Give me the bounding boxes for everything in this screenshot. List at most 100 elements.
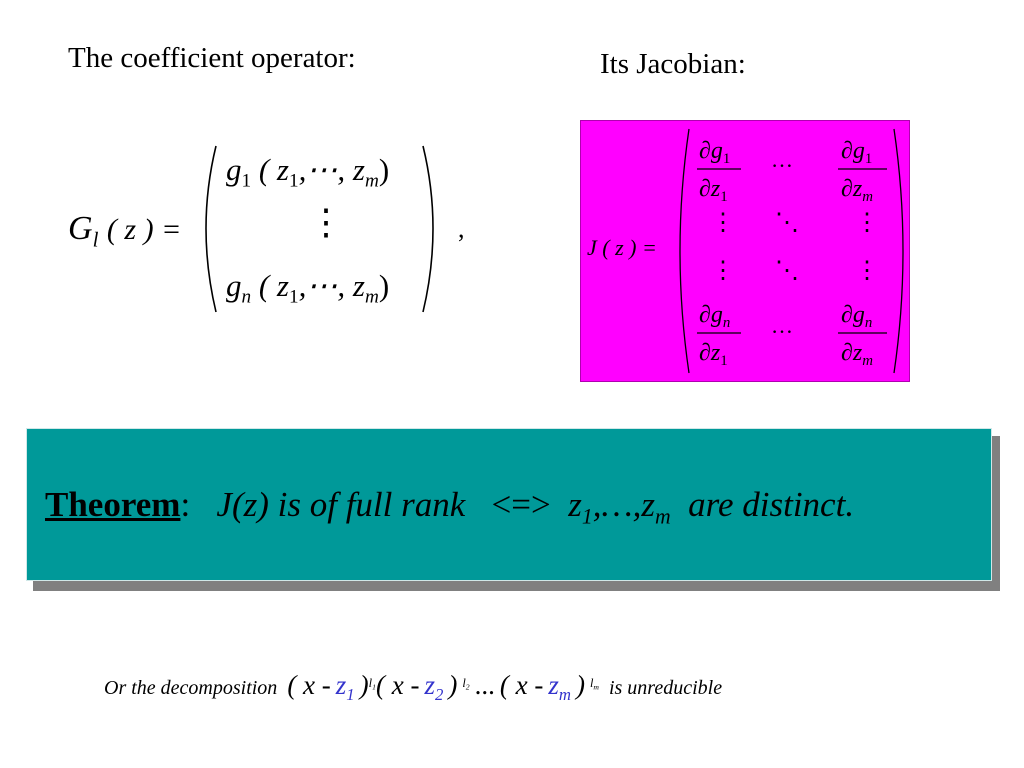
bottom-left-denominator: ∂z1 [699, 340, 728, 369]
decomposition-footnote: Or the decomposition ( x - z1 )l1( x - z… [104, 670, 723, 703]
footnote-z-sub-1: 1 [346, 684, 355, 704]
vdots-left-2: ⋮ [711, 258, 735, 284]
jacobian-lhs-text: J ( z ) = [587, 235, 657, 260]
footnote-close-2: ) [448, 670, 458, 700]
ddots-1: ⋱ [775, 210, 799, 236]
g-row1-end-sub: m [364, 170, 379, 192]
jacobian-right-paren [893, 128, 904, 374]
top-right-denominator: ∂zm [841, 176, 873, 205]
g-lhs: Gl ( z ) = [68, 212, 182, 250]
g-trailing-comma: , [458, 214, 465, 243]
partial-symbol: ∂ [699, 176, 711, 202]
footnote-outro: is unreducible [608, 677, 723, 699]
vdots-left-1: ⋮ [711, 210, 735, 236]
top-right-numerator: ∂g1 [841, 138, 872, 167]
z-symbol: z [710, 176, 721, 202]
footnote-exp-1: l1 [369, 676, 376, 690]
vdots-right-2: ⋮ [855, 258, 879, 284]
z-symbol: z [710, 340, 721, 366]
bottom-right-denominator: ∂zm [841, 340, 873, 369]
g-row2-middle: ,⋯, z [298, 268, 365, 303]
footnote-exp-sub-1: 1 [372, 682, 376, 692]
theorem-statement: Theorem: J(z) is of full rank <=> z1,…,z… [45, 485, 854, 527]
footnote-z-symbol: z [424, 670, 435, 700]
g-lhs-arg: ( z ) = [106, 213, 182, 246]
footnote-exp-sub-2: 2 [465, 682, 470, 692]
footnote-close-3: ) [575, 670, 585, 700]
partial-symbol: ∂ [841, 138, 853, 164]
bottom-right-numerator: ∂gn [841, 302, 872, 331]
sub-1: 1 [864, 151, 873, 168]
footnote-z-symbol: z [548, 670, 559, 700]
footnote-z-sub-2: 2 [434, 684, 444, 704]
g-row2-sub: n [241, 286, 252, 308]
footnote-exp-2: l2 [462, 676, 469, 690]
theorem-z-first: z [568, 485, 582, 524]
g-vdots: ⋮ [308, 202, 344, 242]
g-symbol: g [710, 138, 723, 164]
theorem-colon: : [180, 485, 191, 524]
right-paren [422, 145, 434, 313]
bottom-left-numerator: ∂gn [699, 302, 730, 331]
footnote-z-2: z2 [424, 670, 443, 703]
g-row1-close: ) [378, 152, 390, 187]
top-left-denominator: ∂z1 [699, 176, 728, 205]
top-hdots: … [771, 147, 793, 172]
footnote-z-1: z1 [335, 670, 355, 703]
coefficient-operator-formula: Gl ( z ) = g1 ( z1,⋯, zm) ⋮ gn ( z1,⋯, z… [68, 140, 478, 320]
bottom-hdots: … [771, 313, 793, 338]
theorem-label: Theorem [45, 485, 181, 524]
theorem-statement-text: J(z) is of full rank [216, 485, 466, 524]
g-row2-close: ) [378, 268, 390, 303]
partial-symbol: ∂ [699, 340, 711, 366]
footnote-open-1: ( x - [287, 670, 331, 700]
g-row-2: gn ( z1,⋯, zm) [226, 268, 390, 307]
jacobian-formula: J ( z ) = ∂g1 ∂z1 … ∂g1 ∂zm ⋮ ⋱ ⋮ ⋮ ⋱ ⋮ … [580, 120, 910, 382]
footnote-z-m: zm [548, 670, 571, 703]
theorem-box: Theorem: J(z) is of full rank <=> z1,…,z… [26, 428, 992, 581]
sub-m: m [862, 353, 873, 370]
footnote-exp-l: l [589, 675, 594, 690]
jacobian-left-paren [679, 128, 690, 374]
footnote-open-2: ( x - [375, 670, 420, 700]
footnote-exp-m: lm [590, 676, 599, 690]
g-row1-g: g [226, 152, 242, 187]
partial-symbol: ∂ [841, 302, 853, 328]
footnote-ellipsis: ... [474, 670, 495, 700]
theorem-equiv: <=> [491, 485, 551, 524]
g-symbol: g [852, 138, 865, 164]
sub-n: n [722, 315, 731, 332]
g-row1-args: ( z [258, 152, 289, 187]
theorem-z-middle: ,…,z [592, 485, 655, 524]
z-symbol: z [852, 340, 863, 366]
sub-1: 1 [720, 189, 728, 206]
partial-symbol: ∂ [841, 176, 853, 202]
partial-symbol: ∂ [699, 302, 711, 328]
g-symbol: g [852, 302, 865, 328]
top-left-numerator: ∂g1 [699, 138, 730, 167]
footnote-exp-l: l [368, 675, 373, 690]
ddots-2: ⋱ [775, 258, 799, 284]
g-row2-args: ( z [258, 268, 289, 303]
g-row-1: g1 ( z1,⋯, zm) [226, 152, 390, 191]
g-row1-args-sub: 1 [289, 170, 299, 192]
theorem-z-last-sub: m [654, 504, 671, 529]
g-lhs-sub: l [92, 227, 99, 252]
g-row2-args-sub: 1 [289, 286, 299, 308]
sub-n: n [864, 315, 873, 332]
jacobian-heading: Its Jacobian: [600, 48, 746, 80]
vdots-right-1: ⋮ [855, 210, 879, 236]
footnote-z-symbol: z [335, 670, 347, 700]
footnote-z-sub-m: m [558, 684, 571, 704]
left-paren [205, 145, 217, 313]
g-row2-g: g [226, 268, 242, 303]
footnote-exp-sub-m: m [593, 682, 599, 692]
sub-1: 1 [722, 151, 731, 168]
g-row1-middle: ,⋯, z [298, 152, 365, 187]
footnote-open-3: ( x - [499, 670, 544, 700]
partial-symbol: ∂ [841, 340, 853, 366]
z-symbol: z [852, 176, 863, 202]
footnote-intro: Or the decomposition [104, 677, 278, 699]
sub-m: m [862, 189, 873, 206]
g-row2-end-sub: m [364, 286, 379, 308]
